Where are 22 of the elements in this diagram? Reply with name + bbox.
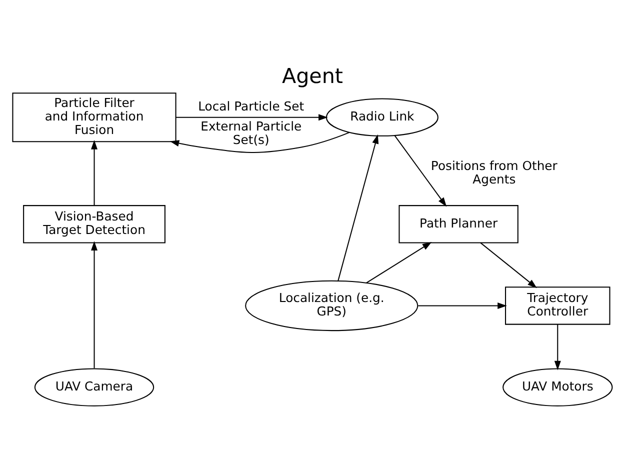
node-box: Path Planner (398, 204, 518, 243)
edge-label: External Particle Set(s) (200, 118, 302, 146)
arrow (480, 242, 537, 288)
arrow (366, 242, 432, 283)
edge-label: Positions from Other Agents (430, 158, 558, 186)
node-box: Vision-Based Target Detection (23, 204, 166, 243)
node-ellipse: UAV Motors (502, 368, 613, 406)
diagram-title: Agent (282, 63, 344, 88)
arrow (91, 140, 98, 205)
arrow (394, 134, 447, 206)
node-ellipse: Radio Link (326, 98, 438, 136)
node-box: Trajectory Controller (505, 286, 610, 324)
arrow (338, 134, 379, 280)
node-ellipse: Localization (e.g. GPS) (245, 280, 418, 331)
arrow (176, 114, 328, 120)
arrow (418, 302, 507, 308)
edge-label: Local Particle Set (198, 99, 304, 114)
node-ellipse: UAV Camera (34, 368, 154, 406)
arrow (91, 240, 98, 368)
arrow (170, 131, 350, 152)
node-box: Particle Filter and Information Fusion (12, 92, 176, 142)
arrow (554, 324, 561, 370)
